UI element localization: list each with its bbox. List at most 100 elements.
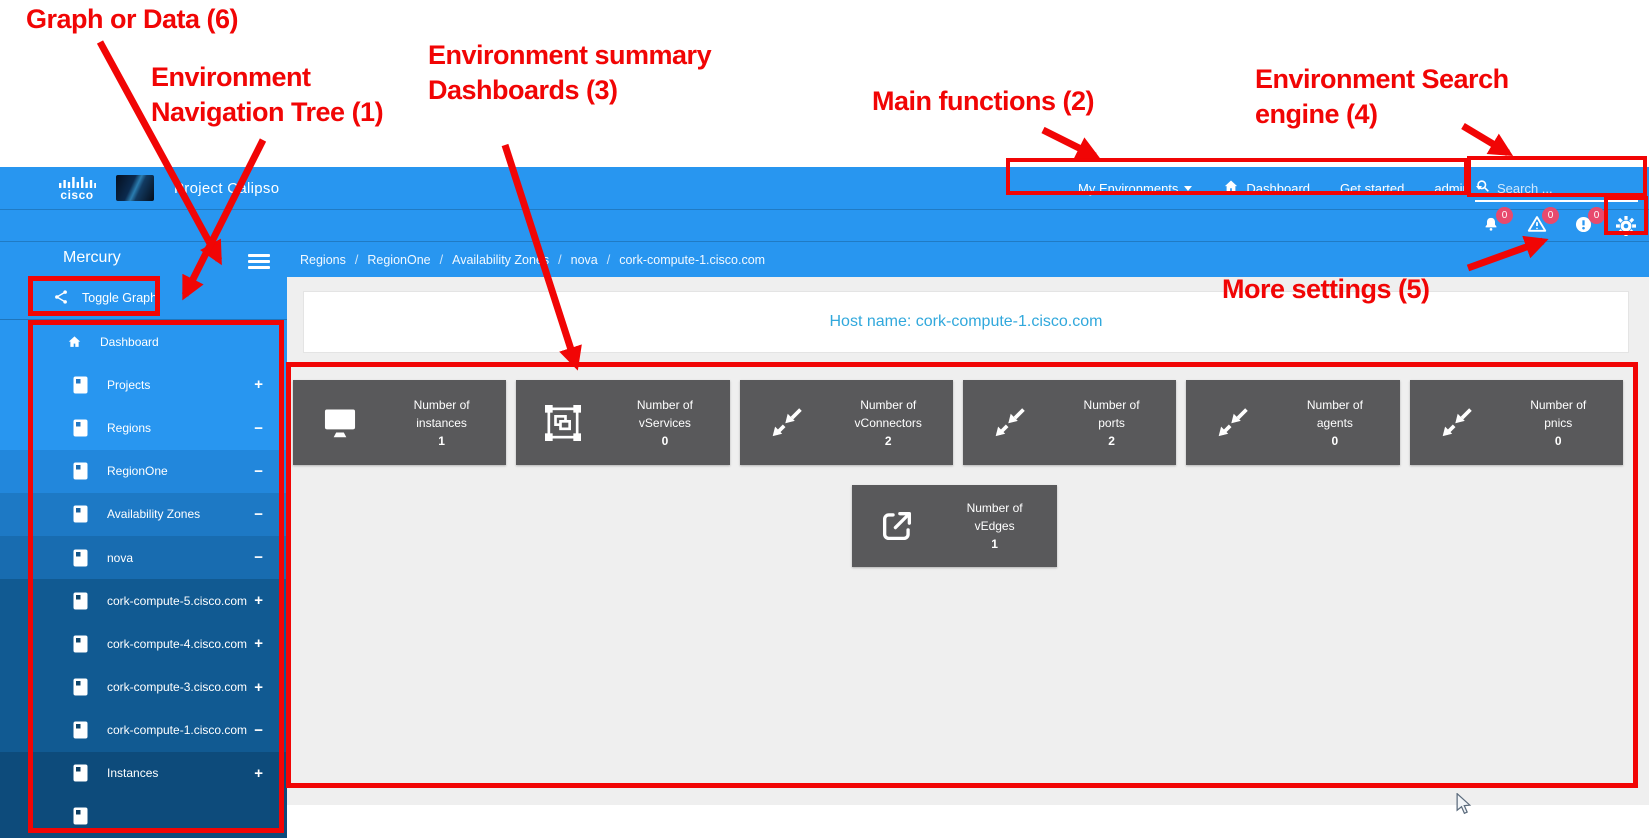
annotation-search-engine: Environment Search engine (4) (1255, 64, 1509, 129)
error-circle-icon (1573, 214, 1594, 240)
warnings-button[interactable]: 0 (1526, 207, 1559, 242)
tile-instances[interactable]: Number of instances 1 (293, 380, 507, 465)
compress-arrows-icon (963, 380, 1057, 465)
annotation-dashboards: Environment summary Dashboards (3) (428, 40, 712, 105)
document-icon (73, 505, 97, 523)
sidebar-item-instances[interactable]: Instances + (0, 751, 287, 795)
document-icon (73, 764, 97, 782)
expand-icon[interactable]: + (254, 764, 263, 782)
tile-agents[interactable]: Number of agents 0 (1186, 380, 1400, 465)
tile-vconnectors[interactable]: Number of vConnectors 2 (739, 380, 953, 465)
breadcrumb-regions[interactable]: Regions (300, 253, 346, 267)
host-name-title: Host name: cork-compute-1.cisco.com (829, 313, 1103, 330)
topology-icon (516, 380, 610, 465)
compress-arrows-icon (1186, 380, 1280, 465)
warning-badge: 0 (1542, 207, 1559, 224)
calipso-app: cisco Project Calipso My Environments Da… (0, 167, 1649, 838)
sidebar-item-cork-compute-4[interactable]: cork-compute-4.cisco.com + (0, 622, 287, 666)
menu-my-environments[interactable]: My Environments (1078, 181, 1193, 196)
sidebar-item-cork-compute-5[interactable]: cork-compute-5.cisco.com + (0, 579, 287, 623)
chevron-down-icon (1184, 185, 1193, 191)
breadcrumb: Regions / RegionOne / Availability Zones… (300, 253, 766, 267)
tile-vedges[interactable]: Number of vEdges 1 (852, 485, 1057, 567)
expand-icon[interactable]: + (254, 376, 263, 394)
main-content: Host name: cork-compute-1.cisco.com Numb… (287, 277, 1649, 838)
document-icon (73, 721, 97, 739)
gear-icon (1614, 216, 1638, 242)
notification-bar: 0 0 0 (0, 207, 1649, 243)
tile-value: 2 (1108, 433, 1115, 448)
brand-group: cisco Project Calipso (58, 167, 279, 209)
document-icon (73, 678, 97, 696)
tile-value: 0 (661, 433, 669, 448)
menu-dashboard[interactable]: Dashboard (1222, 178, 1310, 198)
collapse-icon[interactable]: − (254, 549, 263, 567)
app-title: Project Calipso (174, 179, 280, 197)
host-name-card: Host name: cork-compute-1.cisco.com (303, 291, 1629, 353)
collapse-icon[interactable]: − (254, 462, 263, 480)
cisco-logo: cisco (58, 176, 96, 201)
document-icon (73, 376, 97, 394)
settings-button[interactable] (1614, 214, 1638, 243)
hamburger-menu-icon[interactable] (248, 251, 270, 272)
tile-ports[interactable]: Number of ports 2 (962, 380, 1177, 465)
share-graph-icon (52, 288, 70, 309)
tile-value: 0 (1331, 433, 1339, 448)
expand-icon[interactable]: + (254, 678, 263, 696)
environment-name: Mercury (63, 249, 121, 266)
toggle-graph-button[interactable]: Toggle Graph (0, 277, 287, 321)
expand-icon[interactable]: + (254, 592, 263, 610)
breadcrumb-regionone[interactable]: RegionOne (367, 253, 431, 267)
environment-search (1475, 176, 1638, 202)
notifications-button[interactable]: 0 (1480, 207, 1513, 242)
tile-value: 2 (884, 433, 892, 448)
sidebar-item-partial[interactable] (0, 794, 287, 838)
monitor-icon (293, 380, 387, 465)
external-link-icon (852, 485, 942, 567)
document-icon (73, 549, 97, 567)
menu-get-started[interactable]: Get started (1340, 180, 1405, 196)
search-input[interactable] (1497, 180, 1625, 196)
sidebar-item-projects[interactable]: Projects + (0, 363, 287, 407)
tile-value: 1 (438, 433, 445, 448)
main-header-bar: cisco Project Calipso My Environments Da… (0, 167, 1649, 209)
annotation-nav-tree: Environment Navigation Tree (1) (151, 62, 384, 127)
compress-arrows-icon (1410, 380, 1504, 465)
chevron-down-icon (1475, 186, 1482, 190)
sidebar-item-nova[interactable]: nova − (0, 535, 287, 580)
alert-icons-group: 0 0 0 (1480, 207, 1605, 242)
warning-triangle-icon (1526, 213, 1548, 240)
breadcrumb-host[interactable]: cork-compute-1.cisco.com (619, 253, 766, 267)
sidebar-item-cork-compute-1[interactable]: cork-compute-1.cisco.com − (0, 708, 287, 752)
errors-button[interactable]: 0 (1572, 207, 1605, 242)
search-icon (1475, 178, 1491, 199)
tile-value: 0 (1554, 433, 1562, 448)
tile-value: 1 (991, 537, 998, 551)
collapse-icon[interactable]: − (254, 419, 263, 437)
cisco-wordmark: cisco (60, 187, 94, 202)
dashboard-panel: Host name: cork-compute-1.cisco.com Numb… (287, 277, 1649, 805)
cisco-bars (59, 176, 96, 188)
expand-icon[interactable]: + (254, 635, 263, 653)
tile-pnics[interactable]: Number of pnics 0 (1409, 380, 1623, 465)
annotation-more-settings: More settings (5) (1222, 274, 1430, 304)
bell-icon (1481, 213, 1501, 240)
sidebar-item-dashboard[interactable]: Dashboard (0, 320, 287, 364)
error-badge: 0 (1588, 207, 1605, 224)
sidebar-item-availability-zones[interactable]: Availability Zones − (0, 492, 287, 536)
sidebar-item-cork-compute-3[interactable]: cork-compute-3.cisco.com + (0, 665, 287, 709)
collapse-icon[interactable]: − (254, 505, 263, 523)
breadcrumb-bar: Mercury Regions / RegionOne / Availabili… (0, 241, 1649, 277)
environment-navigation-tree: Toggle Graph Dashboard Projects + Re (0, 277, 287, 838)
breadcrumb-nova[interactable]: nova (570, 253, 598, 267)
breadcrumb-availability-zones[interactable]: Availability Zones (452, 253, 550, 267)
sidebar-item-regionone[interactable]: RegionOne − (0, 449, 287, 493)
document-icon (73, 635, 97, 653)
collapse-icon[interactable]: − (254, 721, 263, 739)
tile-vservices[interactable]: Number of vServices 0 (516, 380, 730, 465)
home-icon (66, 334, 90, 350)
sidebar-item-regions[interactable]: Regions − (0, 406, 287, 450)
annotation-main-functions: Main functions (2) (872, 86, 1095, 116)
document-icon (73, 462, 97, 480)
summary-tiles-row: Number of instances 1 (293, 380, 1623, 465)
